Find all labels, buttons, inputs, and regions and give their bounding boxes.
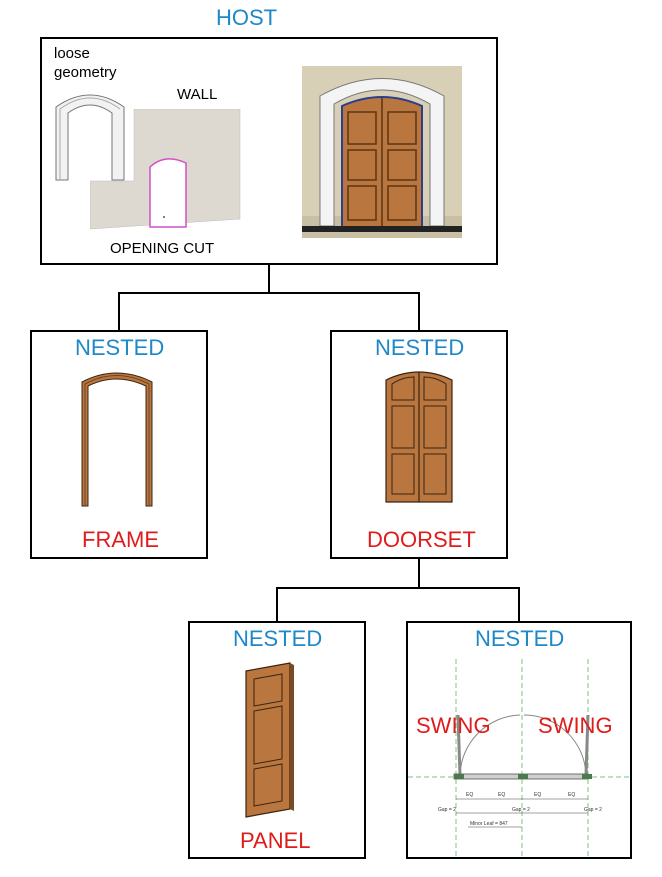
- dim-eq-2: EQ: [498, 792, 505, 798]
- frame-label: FRAME: [82, 527, 159, 552]
- connector: [418, 559, 420, 588]
- frame-image: [81, 372, 153, 507]
- dim-eq-1: EQ: [466, 792, 473, 798]
- connector: [118, 292, 420, 294]
- dim-gap-2: Gap = 2: [512, 807, 530, 813]
- dim-minor-leaf: Minor Leaf = 847: [470, 821, 508, 827]
- connector: [276, 587, 520, 589]
- connector: [276, 587, 278, 622]
- connector: [268, 265, 270, 293]
- swing-label-left: SWING: [416, 713, 491, 738]
- dim-eq-4: EQ: [568, 792, 575, 798]
- panel-title: NESTED: [233, 626, 323, 651]
- doorset-label: DOORSET: [367, 527, 476, 552]
- host-title: HOST: [216, 5, 278, 30]
- wall-label: WALL: [177, 86, 218, 103]
- panel-label: PANEL: [240, 828, 311, 853]
- host-door-image: [302, 66, 462, 238]
- panel-image: [245, 662, 294, 818]
- opening-cut-label: OPENING CUT: [110, 240, 215, 257]
- frame-title: NESTED: [75, 335, 165, 360]
- loose-geometry-label: loose geometry: [54, 45, 117, 81]
- swing-title: NESTED: [475, 626, 565, 651]
- dim-gap-3: Gap = 2: [584, 807, 602, 813]
- wall-opening-image: [90, 109, 241, 230]
- loose-geometry-image: [55, 94, 125, 181]
- swing-box: NESTED EQ EQ EQ EQ Gap = 2 Gap = 2 Gap =…: [406, 621, 632, 859]
- doorset-title: NESTED: [375, 335, 465, 360]
- connector: [518, 587, 520, 622]
- swing-plan-image: EQ EQ EQ EQ Gap = 2 Gap = 2 Gap = 2 Mino…: [408, 659, 630, 857]
- dim-gap-1: Gap = 2: [438, 807, 456, 813]
- panel-box: NESTED PANEL: [188, 621, 366, 859]
- host-box: loose geometry WALL OPENING CUT: [40, 37, 498, 265]
- dim-eq-3: EQ: [534, 792, 541, 798]
- frame-box: NESTED FRAME: [30, 330, 208, 559]
- doorset-image: [385, 371, 453, 503]
- doorset-box: NESTED DOORSET: [330, 330, 508, 559]
- swing-label-right: SWING: [538, 713, 613, 738]
- connector: [418, 292, 420, 331]
- connector: [118, 292, 120, 331]
